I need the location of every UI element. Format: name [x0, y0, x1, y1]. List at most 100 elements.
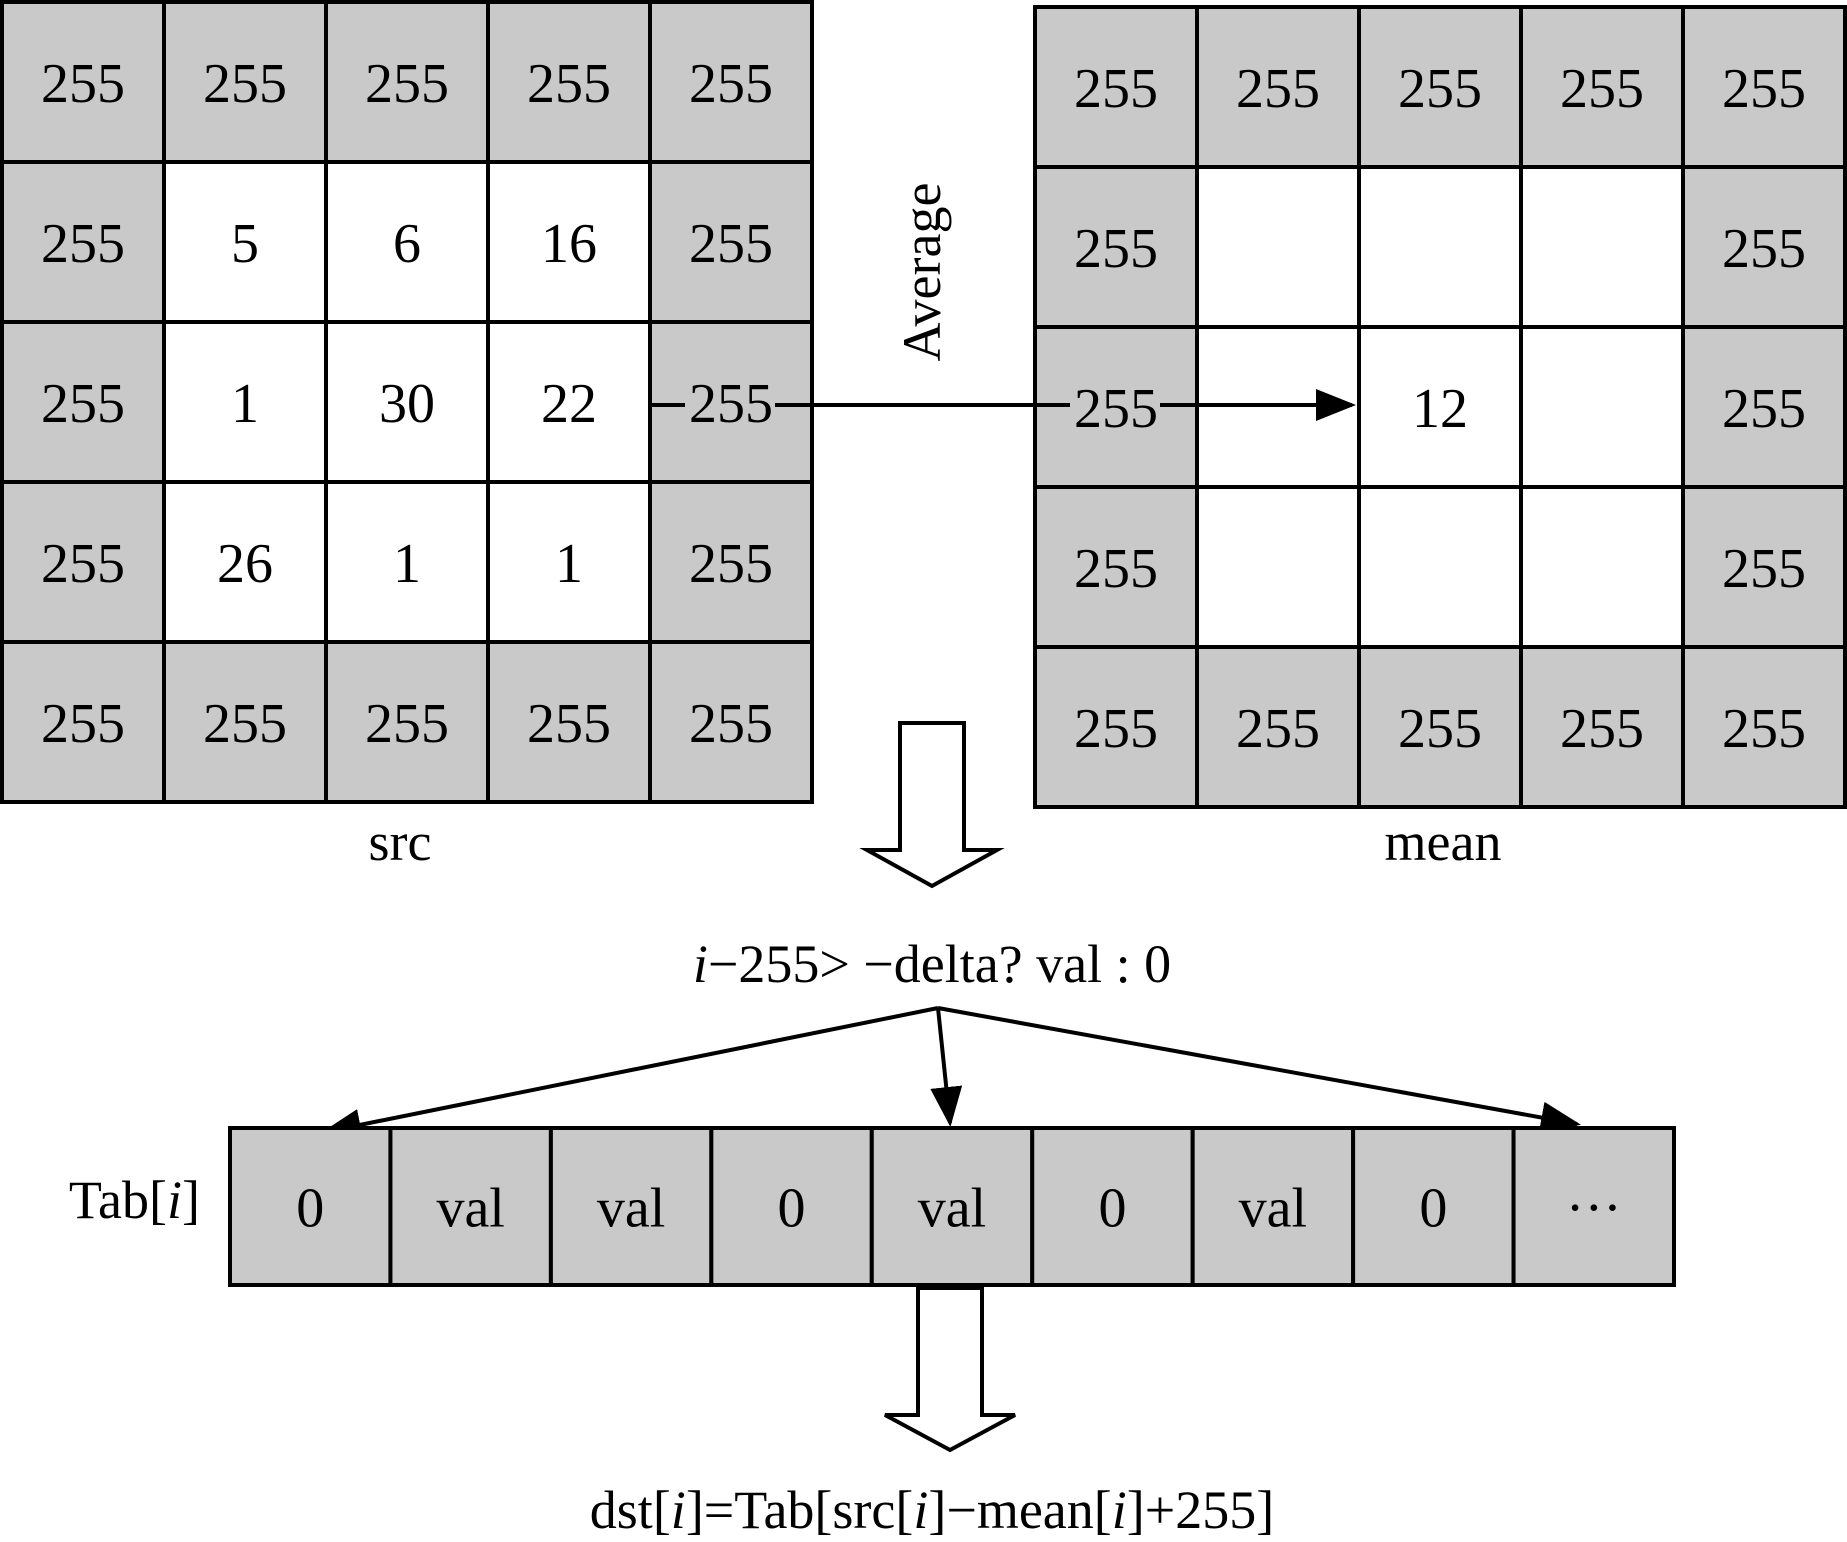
mean-cell-r1-c1 [1195, 165, 1361, 329]
mean-value-r3-c0: 255 [1074, 538, 1158, 600]
tab-value-2: val [597, 1178, 665, 1240]
tab-value-5: 0 [1098, 1178, 1126, 1240]
mean-value-r4-c2: 255 [1398, 698, 1482, 760]
src-cell-r4-c2 [324, 640, 490, 804]
src-cell-r4-c4 [648, 640, 814, 804]
mean-cell-r0-c4 [1681, 5, 1847, 169]
tab-label: Tab[i] [69, 1170, 200, 1230]
tab-value-6: val [1239, 1178, 1307, 1240]
src-value-r0-c2: 255 [365, 53, 449, 115]
formula-part-3: ]−mean[ [928, 1480, 1111, 1540]
down-arrow-top [859, 721, 1005, 889]
mean-cell-r3-c1 [1195, 485, 1361, 649]
tab-value-0: 0 [296, 1178, 324, 1240]
formula-text: dst[i]=Tab[src[i]−mean[i]+255] [590, 1480, 1274, 1540]
mean-cell-r1-c3 [1519, 165, 1685, 329]
formula-i-2: i [913, 1480, 928, 1540]
tab-value-4: val [918, 1178, 986, 1240]
src-cell-r1-c4 [648, 160, 814, 324]
mean-cell-r4-c2 [1357, 645, 1523, 809]
condition-var-i: i [693, 934, 708, 994]
tab-cell-7 [1351, 1126, 1516, 1287]
src-value-r3-c2: 1 [393, 533, 421, 595]
src-cell-r0-c0 [0, 0, 166, 164]
src-cell-r3-c3 [486, 480, 652, 644]
mean-cell-r0-c1 [1195, 5, 1361, 169]
src-cell-r4-c0 [0, 640, 166, 804]
tab-label-i: i [167, 1170, 182, 1230]
formula-i-3: i [1112, 1480, 1127, 1540]
mean-value-r2-c4: 255 [1722, 378, 1806, 440]
src-value-r3-c4: 255 [689, 533, 773, 595]
mean-cell-r3-c0 [1033, 485, 1199, 649]
mean-value-r3-c4: 255 [1722, 538, 1806, 600]
src-cell-r1-c0 [0, 160, 166, 324]
src-value-r4-c0: 255 [41, 693, 125, 755]
mean-cell-r1-c0 [1033, 165, 1199, 329]
tab-value-3: 0 [778, 1178, 806, 1240]
formula-i-1: i [671, 1480, 686, 1540]
mean-value-r0-c4: 255 [1722, 58, 1806, 120]
tab-label-prefix: Tab[ [69, 1170, 167, 1230]
src-cell-r3-c4 [648, 480, 814, 644]
mean-value-r0-c0: 255 [1074, 58, 1158, 120]
src-value-r2-c1: 1 [231, 373, 259, 435]
mean-cell-r0-c2 [1357, 5, 1523, 169]
mean-value-r1-c0: 255 [1074, 218, 1158, 280]
src-cell-r2-c3 [486, 320, 652, 484]
mean-cell-r4-c4 [1681, 645, 1847, 809]
mean-cell-r4-c3 [1519, 645, 1685, 809]
mean-cell-r2-c4 [1681, 325, 1847, 489]
mean-value-r0-c3: 255 [1560, 58, 1644, 120]
mean-value-r0-c2: 255 [1398, 58, 1482, 120]
mean-cell-r0-c3 [1519, 5, 1685, 169]
mean-label: mean [1385, 812, 1502, 872]
mean-grid: 255 255 255 255 255 255 255 255 12 255 255 255 255 25… [1033, 5, 1847, 809]
src-value-r0-c3: 255 [527, 53, 611, 115]
mean-cell-r3-c2 [1357, 485, 1523, 649]
src-value-r2-c3: 22 [541, 373, 597, 435]
mean-value-r4-c4: 255 [1722, 698, 1806, 760]
src-value-r1-c3: 16 [541, 213, 597, 275]
mean-cell-r2-c3 [1519, 325, 1685, 489]
src-value-r1-c1: 5 [231, 213, 259, 275]
src-value-r4-c4: 255 [689, 693, 773, 755]
formula-part-2: ]=Tab[src[ [686, 1480, 914, 1540]
src-value-r1-c4: 255 [689, 213, 773, 275]
src-cell-r3-c0 [0, 480, 166, 644]
mean-value-r4-c3: 255 [1560, 698, 1644, 760]
src-value-r2-c2: 30 [379, 373, 435, 435]
src-value-r2-c4: 255 [689, 373, 773, 435]
tab-cell-3 [709, 1126, 874, 1287]
src-value-r0-c4: 255 [689, 53, 773, 115]
src-value-r0-c0: 255 [41, 53, 125, 115]
formula-part-4: ]+255] [1127, 1480, 1274, 1540]
mean-cell-r4-c1 [1195, 645, 1361, 809]
average-label: Average [892, 183, 952, 362]
mean-value-r2-c2: 12 [1412, 378, 1468, 440]
src-value-r3-c0: 255 [41, 533, 125, 595]
branch-arrow-middle [930, 1007, 963, 1127]
src-value-r4-c3: 255 [527, 693, 611, 755]
tab-value-1: val [436, 1178, 504, 1240]
mean-cell-r1-c2 [1357, 165, 1523, 329]
condition-text: i−255> −delta? val : 0 [693, 934, 1171, 994]
src-cell-r2-c1 [162, 320, 328, 484]
mean-value-r0-c1: 255 [1236, 58, 1320, 120]
tab-cell-5 [1030, 1126, 1195, 1287]
src-value-r4-c1: 255 [203, 693, 287, 755]
down-arrow-bottom [884, 1286, 1016, 1453]
src-grid: 255 255 255 255 255 255 5 6 16 255 255 1 30 22 255 255 2… [0, 0, 814, 804]
mean-value-r4-c1: 255 [1236, 698, 1320, 760]
tab-value-7: 0 [1419, 1178, 1447, 1240]
src-value-r2-c0: 255 [41, 373, 125, 435]
tab-cell-4 [869, 1126, 1035, 1287]
tab-cell-6 [1190, 1126, 1356, 1287]
mean-cell-r3-c3 [1519, 485, 1685, 649]
src-value-r1-c2: 6 [393, 213, 421, 275]
tab-cell-8 [1511, 1126, 1676, 1287]
src-value-r3-c3: 1 [555, 533, 583, 595]
src-label: src [369, 812, 432, 872]
